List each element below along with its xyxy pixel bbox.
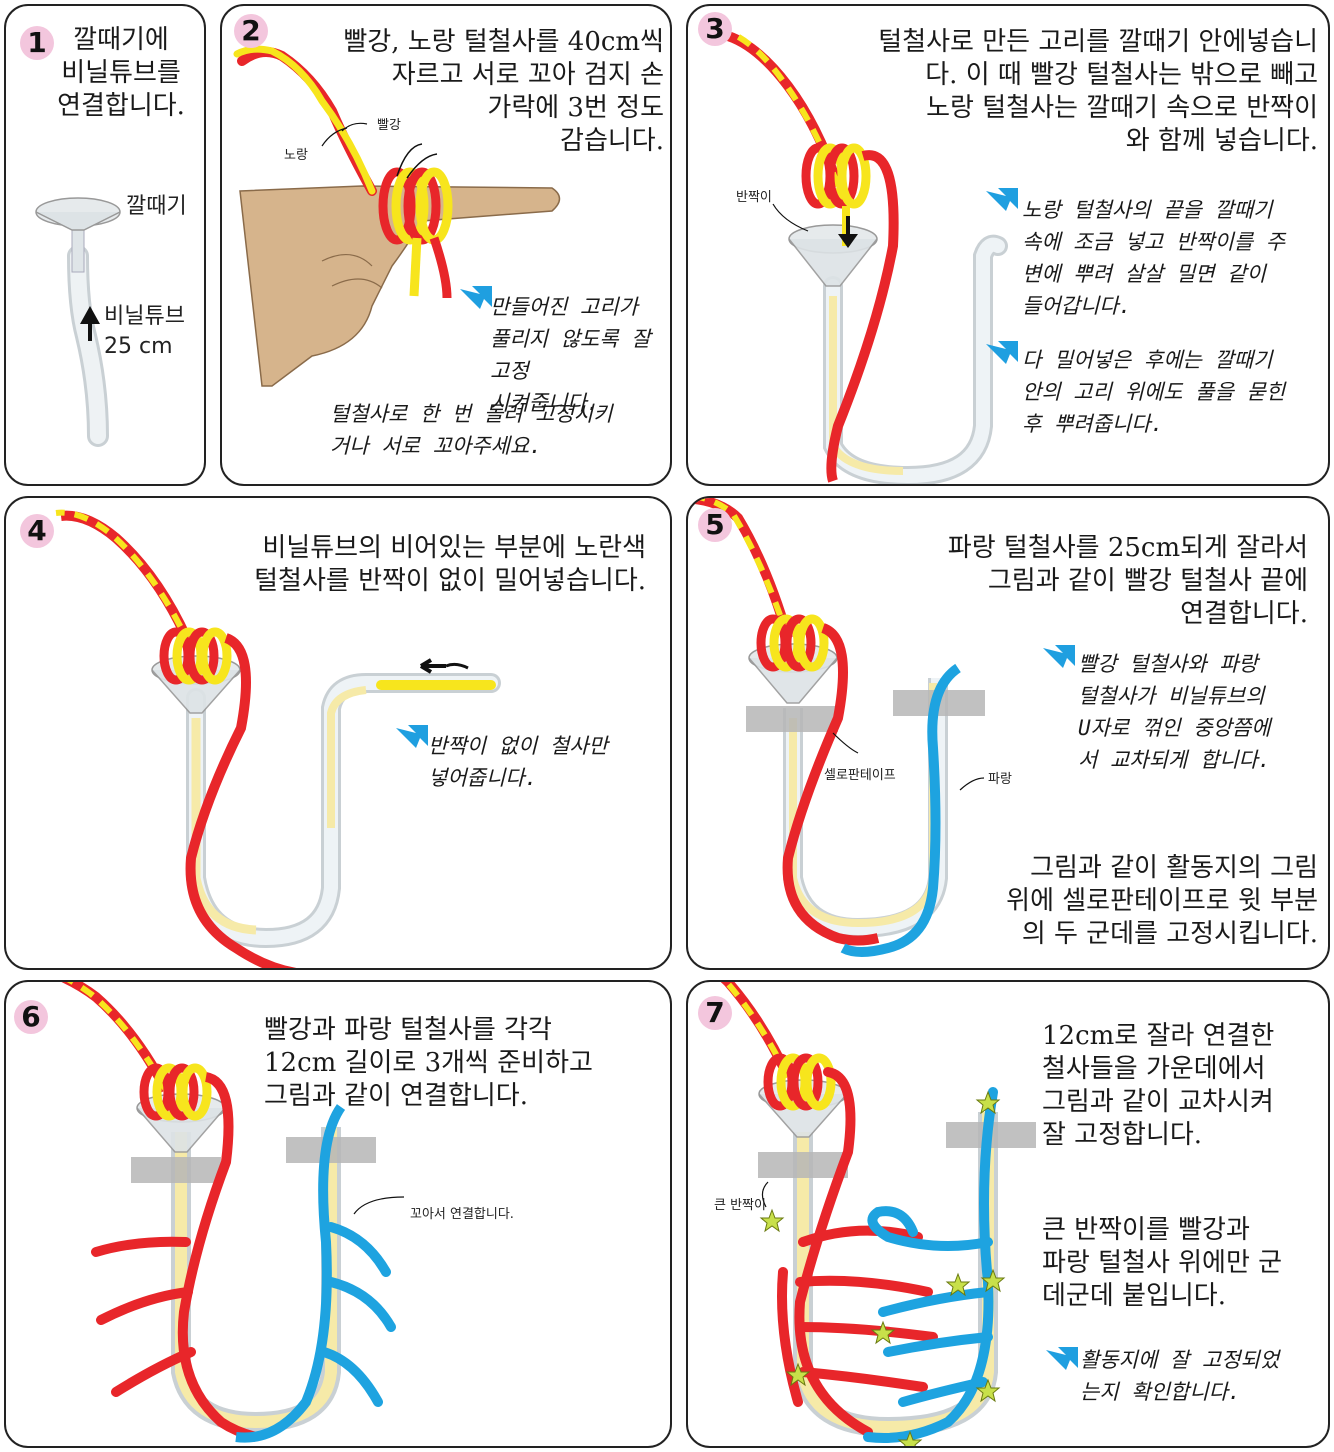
tape-label: 셀로판테이프 (824, 764, 896, 783)
blue-label: 파랑 (988, 768, 1012, 787)
step-instruction: 파랑 털철사를 25cm되게 잘라서 그림과 같이 빨강 털철사 끝에 연결합니… (838, 532, 1308, 631)
tip-text: 노랑 털철사의 끝을 깔때기 속에 조금 넣고 반짝이를 주 변에 뿌려 살살 … (1022, 194, 1322, 322)
yellow-label: 노랑 (284, 144, 308, 163)
tube-label: 비닐튜브 25 cm (104, 302, 185, 362)
pointer-arrow-icon (396, 725, 428, 748)
tape-left (758, 1152, 848, 1178)
step-instruction-2: 큰 반짝이를 빨강과 파랑 털철사 위에만 군 데군데 붙입니다. (1042, 1214, 1322, 1313)
step-instruction: 깔때기에 비닐튜브를 연결합니다. (36, 24, 206, 123)
step-5-panel: 5 파랑 털철사를 25cm되게 잘라서 그림과 같이 빨강 털철사 끝에 연결… (686, 496, 1330, 970)
step-number-badge: 5 (698, 508, 732, 542)
large-glitter-label: 큰 반짝이 (714, 1194, 766, 1213)
pointer-arrow-icon (1043, 645, 1075, 668)
step-1-panel: 1 깔때기에 비닐튜브를 연결합니다. 깔때기 비닐튜브 25 cm (4, 4, 206, 486)
tip-text: 빨강 털철사와 파랑 털철사가 비닐튜브의 U자로 꺾인 중앙쯤에 서 교차되게… (1078, 648, 1318, 776)
step-instruction-2: 그림과 같이 활동지의 그림 위에 셀로판테이프로 윗 부분 의 두 군데를 고… (948, 852, 1318, 951)
glitter-label: 반짝이 (736, 186, 772, 205)
step-number-badge: 3 (698, 12, 732, 46)
step-instruction: 빨강, 노랑 털철사를 40cm씩 자르고 서로 꼬아 검지 손 가락에 3번 … (282, 26, 664, 158)
tape-left (746, 706, 838, 732)
tip-text: 활동지에 잘 고정되었 는지 확인합니다. (1080, 1344, 1320, 1408)
step-7-panel: 7 12cm로 잘라 연결한 철사들을 가운데에서 그림과 같이 교차시켜 잘 … (686, 980, 1330, 1448)
step-instruction: 털철사로 만든 고리를 깔때기 안에넣습니 다. 이 때 빨강 털철사는 밖으로… (748, 26, 1318, 158)
step-instruction: 빨강과 파랑 털철사를 각각 12cm 길이로 3개씩 준비하고 그림과 같이 … (264, 1014, 664, 1113)
tip-text-2: 다 밀어넣은 후에는 깔때기 안의 고리 위에도 풀을 묻힌 후 뿌려줍니다. (1022, 344, 1322, 440)
step-3-panel: 3 털철사로 만든 고리를 깔때기 안에넣습니 다. 이 때 빨강 털철사는 밖… (686, 4, 1330, 486)
step-number-badge: 7 (698, 996, 732, 1030)
step-6-panel: 6 빨강과 파랑 털철사를 각각 12cm 길이로 3개씩 준비하고 그림과 같… (4, 980, 672, 1448)
step-2-panel: 2 빨강, 노랑 털철사를 40cm씩 자르고 서로 꼬아 검지 손 가락에 3… (220, 4, 672, 486)
tip-text-2: 털철사로 한 번 돌려 고정시키 거나 서로 꼬아주세요. (330, 398, 670, 462)
funnel-label: 깔때기 (126, 188, 187, 220)
step-number-badge: 1 (20, 26, 54, 60)
step-number-badge: 4 (20, 514, 54, 548)
step-4-panel: 4 비닐튜브의 비어있는 부분에 노란색 털철사를 반짝이 없이 밀어넣습니다.… (4, 496, 672, 970)
tape-left (131, 1157, 221, 1183)
step-instruction: 비닐튜브의 비어있는 부분에 노란색 털철사를 반짝이 없이 밀어넣습니다. (156, 532, 646, 598)
step-number-badge: 6 (14, 1000, 48, 1034)
step-instruction: 12cm로 잘라 연결한 철사들을 가운데에서 그림과 같이 교차시켜 잘 고정… (1042, 1020, 1322, 1152)
step-number-badge: 2 (234, 14, 268, 48)
tip-text: 반짝이 없이 철사만 넣어줍니다. (428, 730, 668, 794)
pointer-arrow-icon (1046, 1347, 1078, 1370)
twist-label: 꼬아서 연결합니다. (410, 1203, 514, 1222)
pointer-arrow-icon (460, 286, 492, 309)
left-arrow-icon (421, 660, 446, 672)
red-label: 빨강 (377, 114, 401, 133)
pointer-arrow-icon (986, 188, 1018, 211)
